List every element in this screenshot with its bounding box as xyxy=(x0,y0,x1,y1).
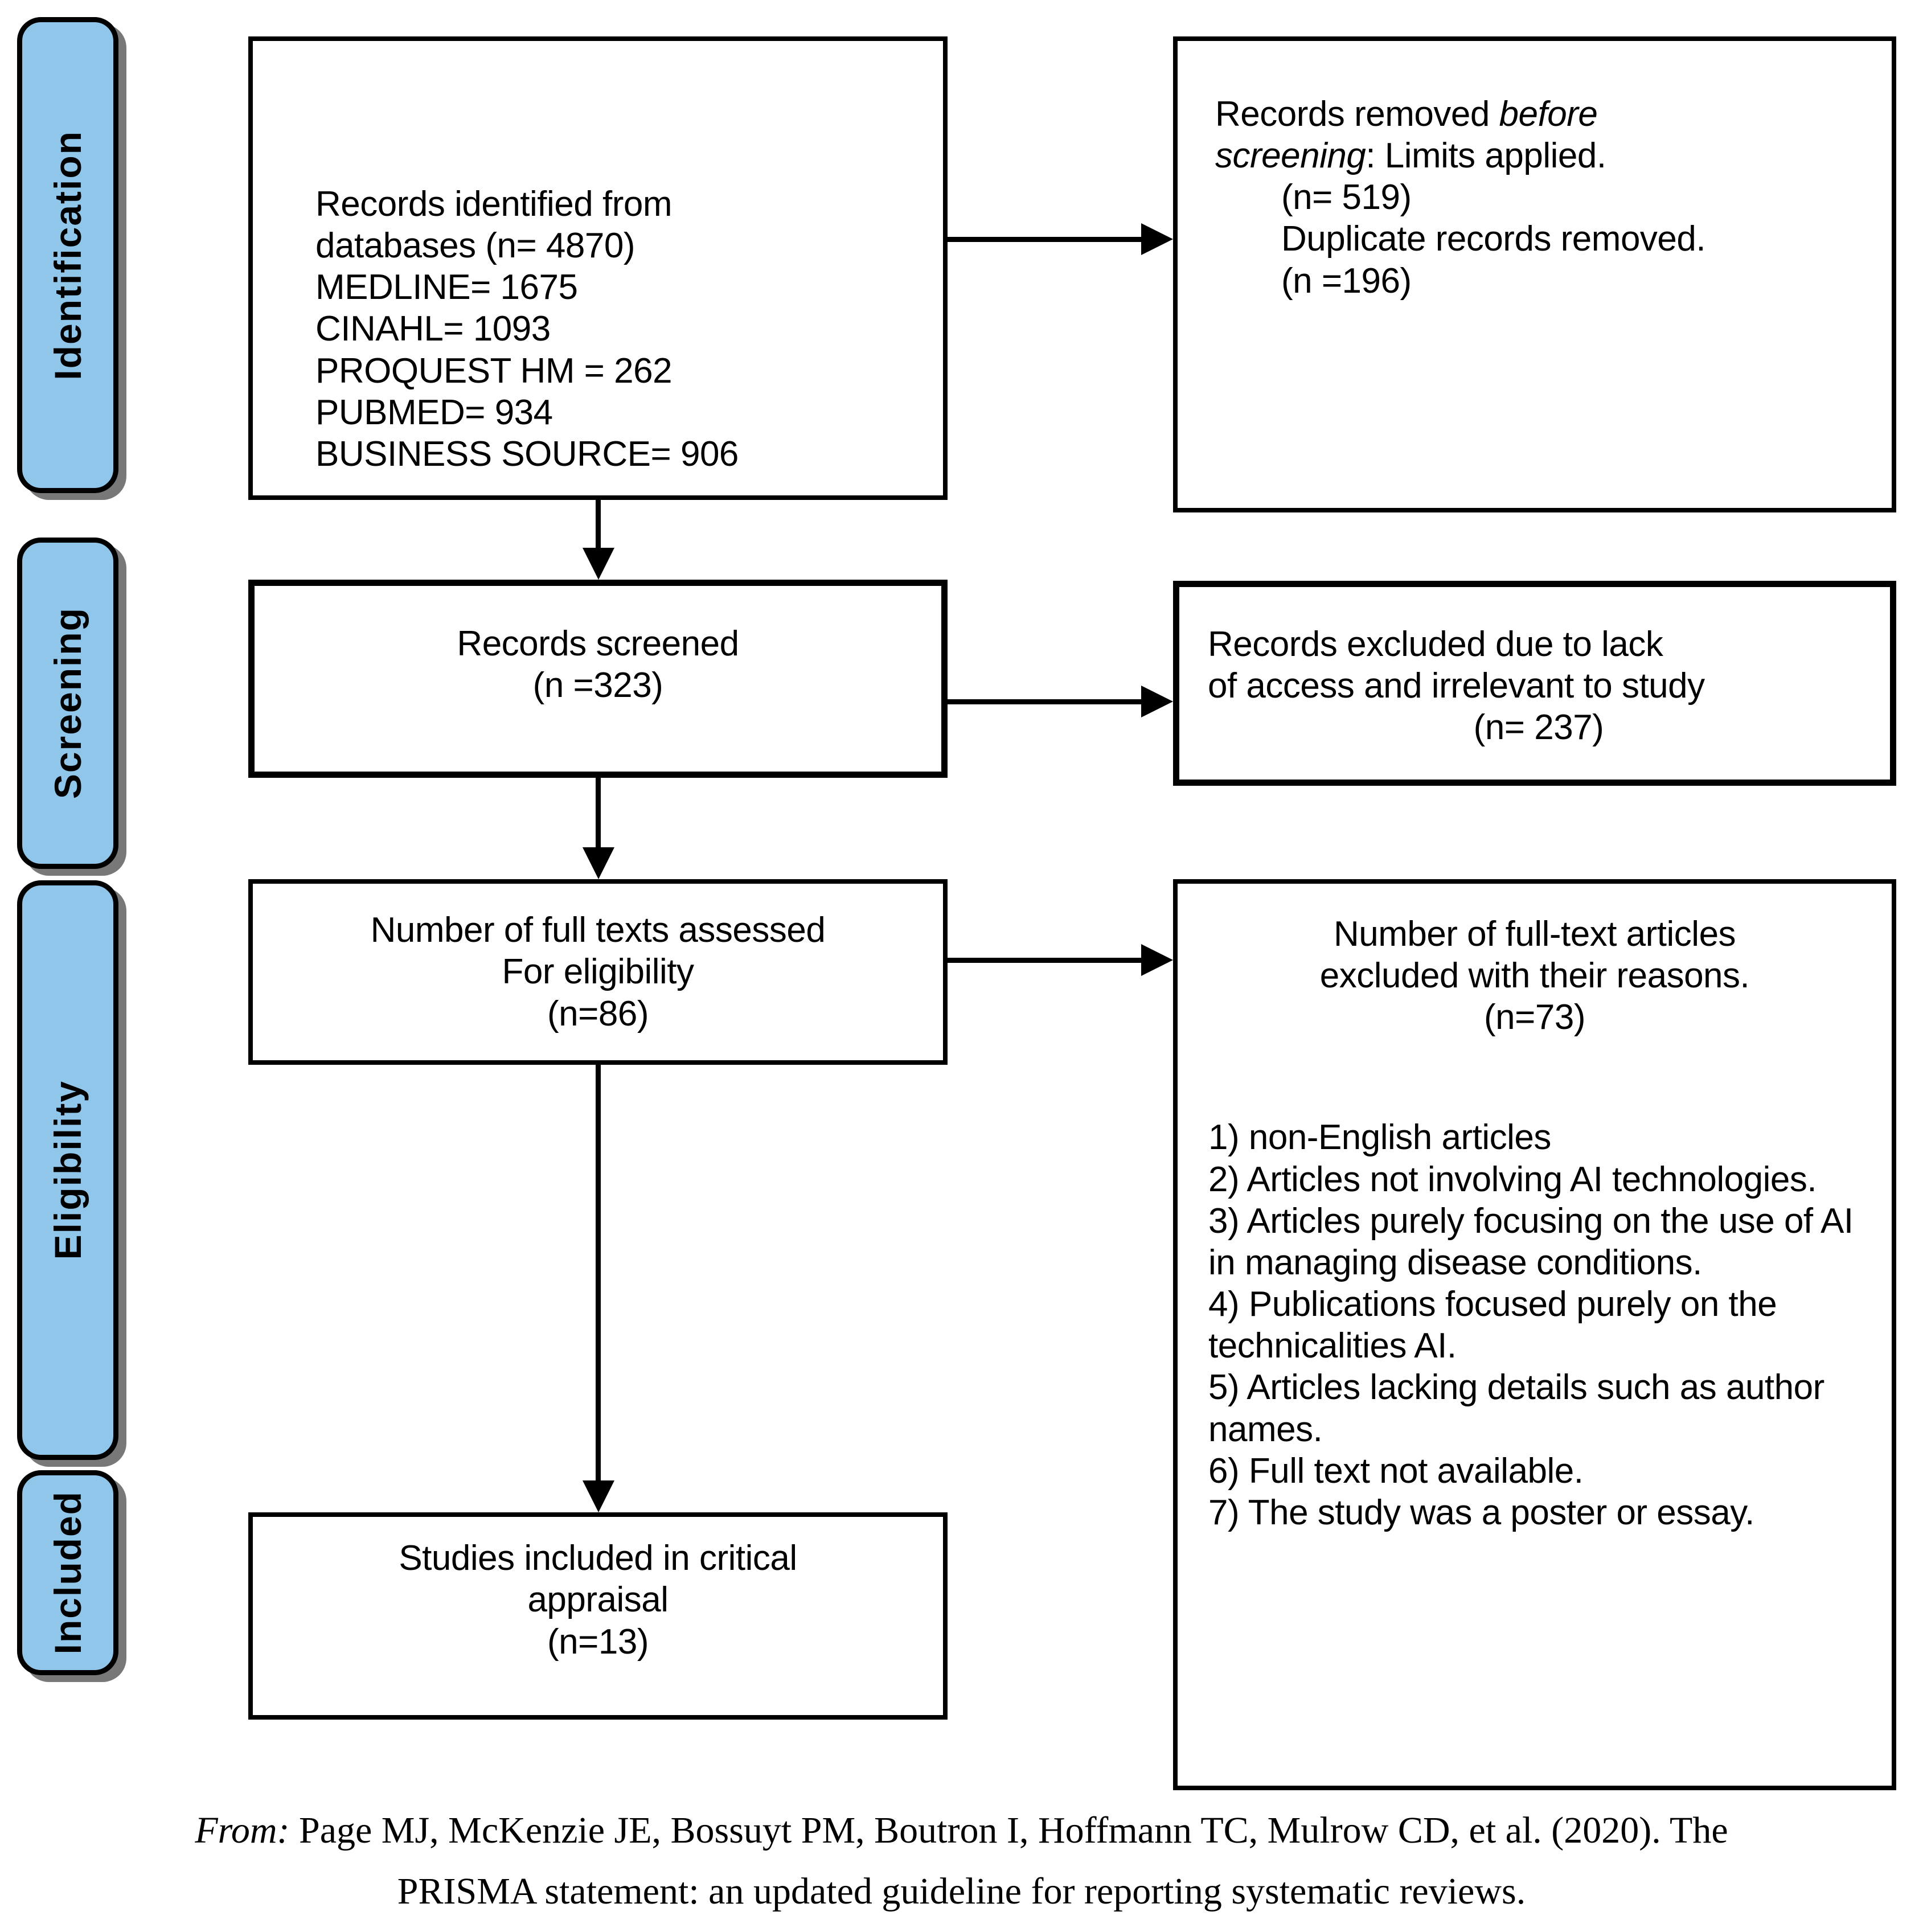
records-excluded-line: Records excluded due to lack xyxy=(1208,625,1663,664)
records-removed-line: screening: Limits applied. xyxy=(1215,136,1606,176)
citation-line: PRISMA statement: an updated guideline f… xyxy=(397,1870,1526,1912)
records-identified-line: PROQUEST HM = 262 xyxy=(315,351,673,391)
arrow-shaft xyxy=(596,500,601,549)
records-screened-count: (n =323) xyxy=(532,666,663,705)
exclusion-reason-item: 5) Articles lacking details such as auth… xyxy=(1208,1368,1824,1449)
citation-line: From: Page MJ, McKenzie JE, Bossuyt PM, … xyxy=(195,1810,1728,1851)
exclusion-reason-item: 2) Articles not involving AI technologie… xyxy=(1208,1159,1817,1199)
records-excluded-box: Records excluded due to lack of access a… xyxy=(1173,581,1896,786)
arrow-shaft xyxy=(948,699,1142,704)
fulltext-assessed-count: (n=86) xyxy=(547,994,649,1033)
stage-included: Included xyxy=(17,1470,118,1675)
studies-included-box: Studies included in critical appraisal (… xyxy=(248,1512,948,1720)
records-removed-box: Records removed before screening: Limits… xyxy=(1173,36,1896,512)
stage-identification-label: Identification xyxy=(47,130,89,380)
records-removed-count2: (n =196) xyxy=(1281,261,1412,301)
fulltext-excluded-line: excluded with their reasons. xyxy=(1319,956,1750,996)
fulltext-assessed-line: For eligibility xyxy=(502,952,694,992)
exclusion-reason-item: 4) Publications focused purely on the te… xyxy=(1208,1285,1777,1366)
duplicate-records-line: Duplicate records removed. xyxy=(1281,219,1706,259)
arrow-shaft xyxy=(948,958,1142,963)
studies-included-line: appraisal xyxy=(527,1580,669,1620)
exclusion-reason-item: 7) The study was a poster or essay. xyxy=(1208,1492,1754,1532)
stage-screening: Screening xyxy=(17,538,118,869)
studies-included-count: (n=13) xyxy=(547,1622,649,1662)
exclusion-reason-item: 3) Articles purely focusing on the use o… xyxy=(1208,1201,1854,1282)
fulltext-assessed-line: Number of full texts assessed xyxy=(370,910,826,950)
records-identified-line: BUSINESS SOURCE= 906 xyxy=(315,434,739,474)
citation-from-label: From: xyxy=(195,1810,290,1851)
stage-screening-label: Screening xyxy=(47,607,89,799)
records-identified-line: Records identified from xyxy=(315,184,673,224)
records-identified-line: CINAHL= 1093 xyxy=(315,309,551,349)
fulltext-assessed-box: Number of full texts assessed For eligib… xyxy=(248,879,948,1065)
records-removed-line: Records removed before xyxy=(1215,95,1598,134)
records-identified-line: databases (n= 4870) xyxy=(315,226,635,266)
arrow-shaft xyxy=(596,1065,601,1482)
records-screened-box: Records screened (n =323) xyxy=(248,580,948,778)
stage-eligibility-label: Eligibility xyxy=(47,1080,89,1260)
fulltext-excluded-line: Number of full-text articles xyxy=(1333,914,1736,954)
arrowhead-right-icon xyxy=(1141,686,1173,717)
stage-eligibility: Eligibility xyxy=(17,880,118,1460)
records-excluded-count: (n= 237) xyxy=(1473,708,1604,748)
records-identified-line: MEDLINE= 1675 xyxy=(315,268,578,307)
records-removed-count1: (n= 519) xyxy=(1281,178,1412,218)
stage-identification: Identification xyxy=(17,17,118,493)
fulltext-excluded-count: (n=73) xyxy=(1484,998,1585,1037)
records-identified-line: PUBMED= 934 xyxy=(315,392,553,432)
arrowhead-down-icon xyxy=(583,1480,614,1512)
exclusion-reason-item: 1) non-English articles xyxy=(1208,1118,1551,1158)
studies-included-line: Studies included in critical xyxy=(399,1539,797,1578)
exclusion-reason-item: 6) Full text not available. xyxy=(1208,1451,1584,1491)
records-screened-title: Records screened xyxy=(457,624,739,663)
citation-footer: From: Page MJ, McKenzie JE, Bossuyt PM, … xyxy=(0,1800,1923,1922)
fulltext-excluded-box: Number of full-text articles excluded wi… xyxy=(1173,879,1896,1790)
arrowhead-down-icon xyxy=(583,847,614,879)
arrow-shaft xyxy=(948,237,1142,242)
arrowhead-right-icon xyxy=(1141,944,1173,976)
arrowhead-down-icon xyxy=(583,548,614,580)
arrowhead-right-icon xyxy=(1141,223,1173,255)
records-excluded-line: of access and irrelevant to study xyxy=(1208,666,1705,706)
arrow-shaft xyxy=(596,778,601,848)
records-identified-box: Records identified from databases (n= 48… xyxy=(248,36,948,500)
stage-included-label: Included xyxy=(47,1491,89,1655)
exclusion-reasons-list: 1) non-English articles 2) Articles not … xyxy=(1208,1117,1861,1533)
